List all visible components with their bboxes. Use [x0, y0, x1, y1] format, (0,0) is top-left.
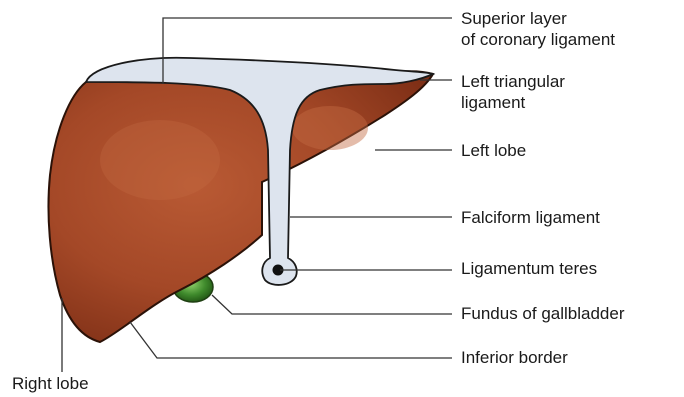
label-falciform: Falciform ligament — [461, 207, 600, 228]
label-fundus: Fundus of gallbladder — [461, 303, 625, 324]
label-inferior-border: Inferior border — [461, 347, 568, 368]
label-superior-layer: Superior layer of coronary ligament — [461, 8, 615, 50]
left-lobe-highlight — [292, 106, 368, 150]
label-left-triangular: Left triangular ligament — [461, 71, 565, 113]
leader-fundus — [212, 295, 452, 314]
label-left-triangular-line1: Left triangular — [461, 71, 565, 92]
right-lobe-highlight — [100, 120, 220, 200]
label-ligamentum-teres: Ligamentum teres — [461, 258, 597, 279]
label-superior-layer-line2: of coronary ligament — [461, 29, 615, 50]
label-left-lobe: Left lobe — [461, 140, 526, 161]
label-left-triangular-line2: ligament — [461, 92, 565, 113]
label-superior-layer-line1: Superior layer — [461, 8, 615, 29]
liver-shape — [48, 71, 433, 342]
label-right-lobe: Right lobe — [12, 373, 89, 394]
leader-inferior-border — [130, 322, 452, 358]
